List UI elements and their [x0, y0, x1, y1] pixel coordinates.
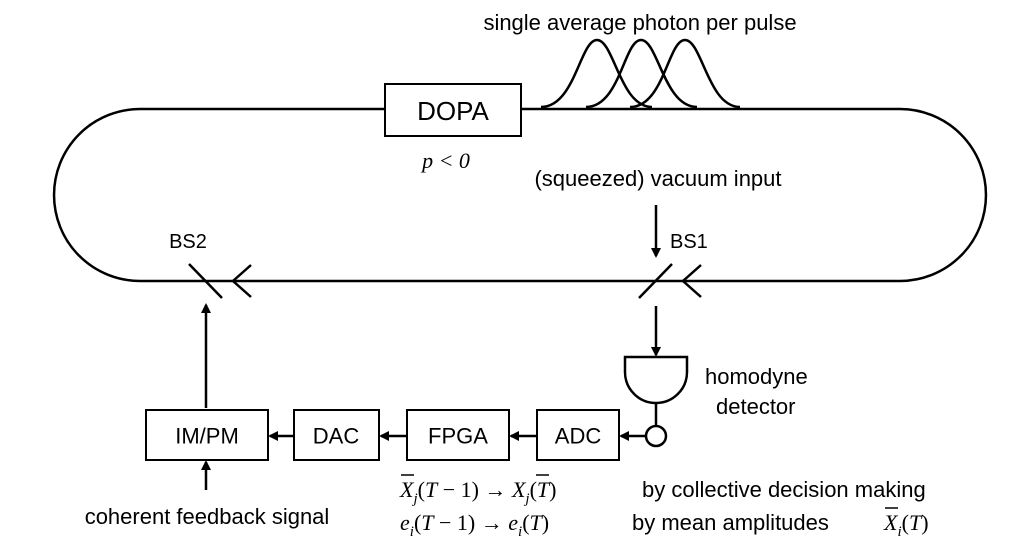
- optical-pulses: [540, 38, 741, 109]
- vacuum-input-label: (squeezed) vacuum input: [534, 166, 781, 191]
- fiber-ring: [52, 107, 988, 283]
- detector-output-node: [644, 424, 668, 448]
- dopa-box: [384, 83, 522, 137]
- update-rule-2-math: ei(T − 1) → ei(T): [400, 510, 549, 540]
- update-rule-1-tail: by collective decision making: [642, 477, 926, 502]
- adc-box: [536, 409, 620, 461]
- dac-label: DAC: [313, 424, 360, 449]
- pulse-caption: single average photon per pulse: [483, 10, 796, 35]
- bs1-label: BS1: [670, 231, 708, 253]
- update-rule-1: Xj(T − 1) → Xj(T) by collective decision…: [399, 474, 926, 507]
- bs2-label: BS2: [169, 231, 207, 253]
- update-rule-1-math: Xj(T − 1) → Xj(T): [399, 477, 556, 507]
- feedback-signal-label: coherent feedback signal: [85, 504, 330, 529]
- bs1-direction-chevron: [681, 264, 702, 298]
- im-pm-label: IM/PM: [175, 424, 239, 449]
- mean-amplitude-math: Xi(T): [883, 510, 929, 540]
- adc-label: ADC: [555, 424, 602, 449]
- bs1-splitter: [638, 263, 673, 299]
- pulse-2: [585, 38, 698, 109]
- dopa-condition: p < 0: [420, 148, 470, 173]
- pulse-3: [629, 38, 741, 109]
- update-rule-2: ei(T − 1) → ei(T) by mean amplitudes Xi(…: [400, 507, 929, 540]
- homodyne-label-line2: detector: [716, 394, 796, 419]
- pulse-1: [540, 38, 653, 109]
- bs2-splitter: [188, 263, 223, 299]
- dopa-label: DOPA: [417, 96, 489, 126]
- fpga-label: FPGA: [428, 424, 488, 449]
- homodyne-label-line1: homodyne: [705, 364, 808, 389]
- update-rule-2-tail: by mean amplitudes: [632, 510, 829, 535]
- bs2-direction-chevron: [231, 264, 252, 298]
- homodyne-detector-icon: [623, 355, 689, 405]
